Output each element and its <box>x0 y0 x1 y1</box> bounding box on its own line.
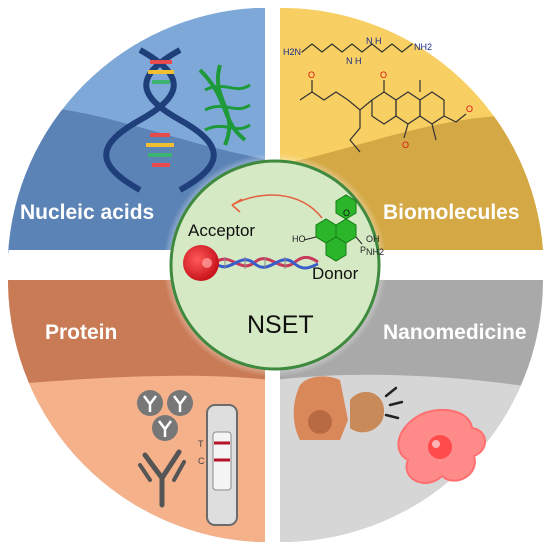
oxygen-3: O <box>402 140 409 150</box>
dna-strand-icon <box>214 255 319 270</box>
oxygen-4: O <box>466 104 473 114</box>
donor-fluorophore-icon: HO OH P NH2 O <box>292 194 384 262</box>
label-nanomedicine: Nanomedicine <box>383 321 527 344</box>
polyamine-structure-icon: H2N N H N H NH2 <box>283 36 432 66</box>
strip-t-label: T <box>198 439 204 449</box>
strip-c-label: C <box>198 456 205 466</box>
donor-o-label: O <box>343 208 350 218</box>
amine-left-label: H2N <box>283 47 301 57</box>
dna-double-helix-icon <box>103 47 217 193</box>
nh-label-1: N H <box>346 56 362 66</box>
label-nucleic-acids: Nucleic acids <box>20 201 154 224</box>
dna-small-green-icon <box>198 64 251 146</box>
toxin-molecule-icon <box>299 80 467 153</box>
toxin-oxygen-marks: O O O O <box>308 70 473 150</box>
acceptor-label: Acceptor <box>188 221 255 240</box>
amine-right-label: NH2 <box>414 42 432 52</box>
nset-title: NSET <box>247 311 314 339</box>
nh-label-2: N H <box>366 36 382 46</box>
label-biomolecules: Biomolecules <box>383 201 520 224</box>
organ-icon <box>350 386 404 433</box>
oxygen-2: O <box>380 70 387 80</box>
label-protein: Protein <box>45 321 117 344</box>
donor-p-label: P <box>360 245 366 255</box>
oxygen-1: O <box>308 70 315 80</box>
donor-nh2-label: NH2 <box>366 247 384 257</box>
cancer-cell-icon <box>397 408 486 484</box>
human-body-icon <box>293 376 348 440</box>
donor-ho-label: HO <box>292 234 306 244</box>
donor-label: Donor <box>312 264 359 283</box>
acceptor-nanoparticle-icon <box>183 245 219 281</box>
center-hub: NSET Acceptor Donor <box>163 153 387 377</box>
energy-transfer-arrow-icon <box>231 194 323 219</box>
antibody-icons <box>137 390 193 508</box>
center-disc <box>169 159 381 371</box>
donor-oh-label: OH <box>366 234 380 244</box>
lateral-flow-strip-icon: T C <box>198 404 238 526</box>
